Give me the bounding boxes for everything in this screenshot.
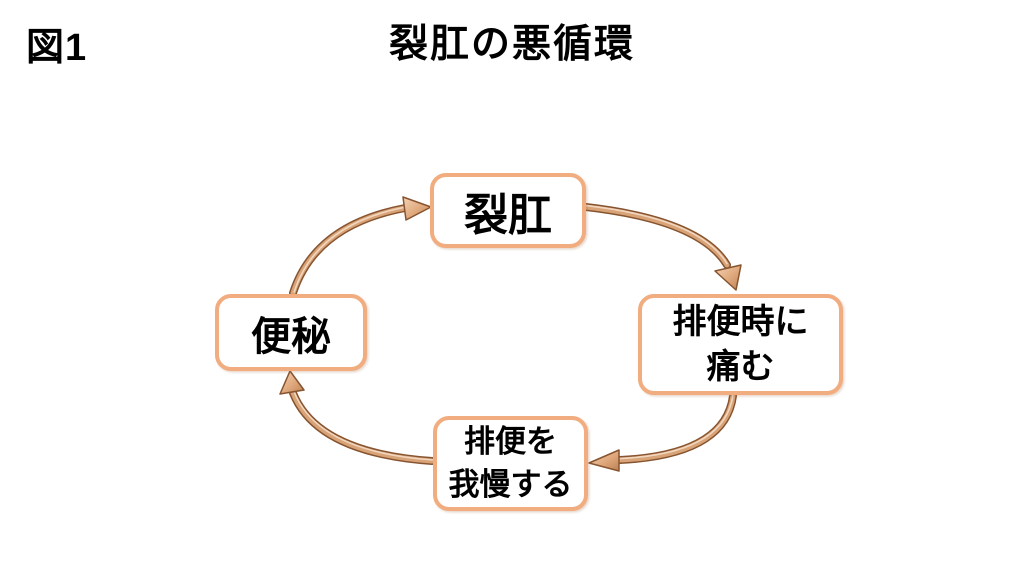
arrowhead-up-icon [279, 370, 305, 395]
node-fissure: 裂肛 [430, 173, 586, 248]
node-label-line2: 痛む [706, 347, 775, 386]
figure-number: 図1 [26, 27, 88, 69]
node-label-line1: 排便時に [672, 302, 809, 341]
arrow-fissure-to-pain [582, 203, 742, 291]
node-label: 便秘 [251, 314, 331, 359]
arrowhead-down-icon [714, 264, 742, 291]
arrowhead-right-icon [402, 196, 432, 221]
figure-title: 裂肛の悪循環 [388, 23, 635, 66]
node-label-line2: 我慢する [448, 466, 573, 502]
node-label-line1: 排便を [464, 423, 557, 459]
arrow-holdback-to-constipation [279, 370, 436, 465]
arrowhead-left-icon [588, 449, 620, 472]
node-constipation: 便秘 [215, 294, 367, 371]
arrow-pain-to-holdback [588, 392, 737, 472]
node-pain-on-defecation: 排便時に 痛む [638, 294, 843, 395]
node-label: 裂肛 [464, 190, 552, 240]
arrow-constipation-to-fissure [289, 196, 432, 297]
node-hold-back-defecation: 排便を 我慢する [433, 416, 588, 511]
